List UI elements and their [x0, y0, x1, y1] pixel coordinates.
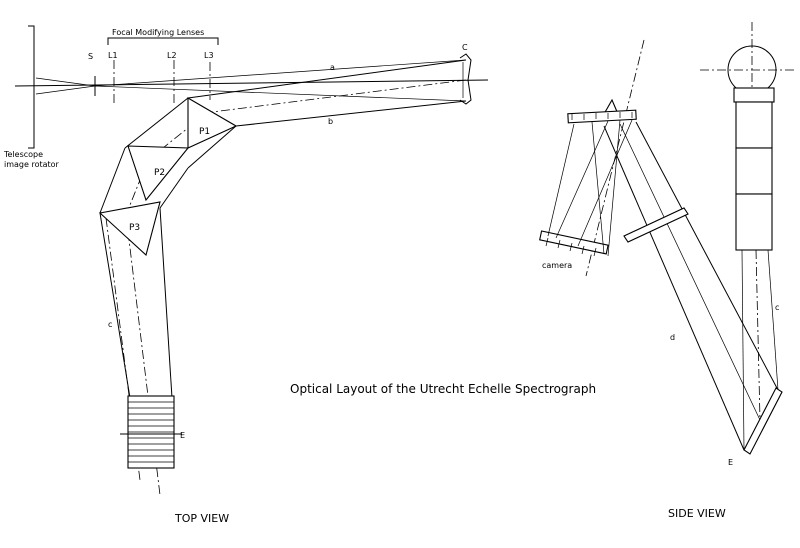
slit-label: S: [88, 52, 93, 61]
ray: [607, 119, 621, 257]
prism-p1-label: P1: [199, 127, 210, 137]
prism-p2: [127, 145, 190, 202]
prism-p2-label: P2: [154, 168, 165, 178]
beam-d-center: [619, 123, 761, 421]
ray: [555, 120, 609, 239]
camera-e-top: [120, 395, 182, 469]
beam-a-upper: [94, 59, 467, 87]
beam-d-label: d: [670, 333, 675, 342]
l1-label: L1: [108, 51, 118, 60]
beam-c-edge: [741, 249, 745, 451]
beam-a-lower: [94, 85, 467, 102]
lenses-bracket: [107, 37, 219, 45]
beam-edge: [99, 212, 131, 399]
echelle-label: E: [728, 458, 733, 467]
beam-a-label: a: [330, 63, 335, 72]
prism-p1: [187, 97, 238, 149]
prism-p3-label: P3: [129, 223, 140, 233]
side-axis: [585, 39, 645, 277]
image-rotator-label: image rotator: [4, 160, 60, 169]
top-view-label: TOP VIEW: [174, 512, 229, 525]
ray: [35, 77, 96, 87]
diagram-title: Optical Layout of the Utrecht Echelle Sp…: [290, 382, 596, 396]
tower-section: [733, 87, 775, 103]
beam-c-label: c: [108, 320, 112, 329]
beam-center: [125, 214, 161, 496]
optical-axis: [14, 79, 489, 87]
ray: [35, 85, 96, 95]
l2-label: L2: [167, 51, 177, 60]
ray: [577, 119, 633, 247]
focal-modifying-lenses-label: Focal Modifying Lenses: [112, 28, 204, 37]
camera-label: camera: [542, 261, 572, 270]
collimator-mirror: [459, 53, 472, 105]
side-view-label: SIDE VIEW: [668, 507, 726, 520]
beam-edge: [187, 125, 237, 169]
filter-plate: [623, 207, 689, 243]
cross-disperser: [567, 109, 637, 124]
beam-b-upper: [187, 59, 467, 99]
tower-section: [735, 147, 773, 195]
top-view: Focal Modifying Lenses S L1 L2 L3 C a b …: [3, 25, 489, 525]
beam-b-center: [211, 79, 467, 113]
prism-p3: [98, 201, 161, 257]
beam-b-label: b: [328, 117, 333, 126]
telescope-bracket: [28, 25, 35, 149]
tower-section: [735, 193, 773, 251]
side-view: camera d c E SIDE VIEW: [539, 22, 795, 520]
telescope-label: Telescope: [3, 150, 43, 159]
beam-edge: [159, 207, 173, 399]
beam-c-side-label: c: [775, 303, 779, 312]
beam-d-edge: [603, 125, 745, 451]
collimator-label: C: [462, 43, 468, 52]
ray: [547, 123, 575, 237]
beam-center: [105, 217, 141, 481]
echelle-grating: [743, 387, 783, 455]
beam-edge: [124, 97, 189, 149]
beam-c-center: [755, 249, 761, 421]
beam-edge: [99, 147, 126, 214]
camera-e-label: E: [180, 431, 185, 440]
camera-plate: [539, 230, 609, 255]
beam-edge: [159, 167, 189, 209]
l3-label: L3: [204, 51, 214, 60]
ray: [591, 121, 605, 255]
beam-center: [125, 159, 149, 216]
beam-d-edge: [635, 121, 779, 391]
beam-c-edge: [767, 249, 779, 391]
beam-b-lower: [235, 100, 467, 127]
tower-section: [735, 101, 773, 149]
